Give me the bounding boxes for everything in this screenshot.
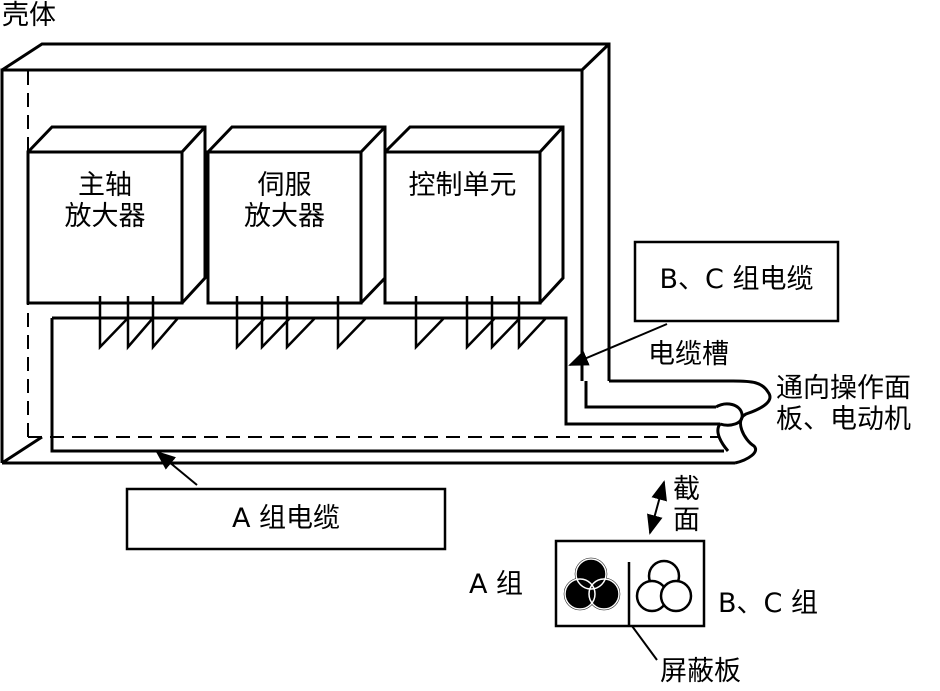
a-cable-label-box [125, 487, 447, 551]
to-panel-line1: 通向操作面 [776, 373, 911, 404]
control-unit-box [383, 125, 565, 305]
a-group-cables-icon [563, 557, 621, 611]
to-panel-line2: 板、电动机 [776, 404, 911, 436]
unit-cables [98, 296, 547, 351]
cable-trough-label: 电缆槽 [648, 339, 729, 370]
spindle-amplifier-box [26, 125, 207, 305]
cross-section-box [554, 539, 706, 628]
spindle-label-line2: 放大器 [64, 201, 146, 233]
to-panel-label: 通向操作面 板、电动机 [776, 373, 911, 435]
a-cable-label: A 组电缆 [231, 503, 341, 534]
servo-amplifier-label: 伺服 放大器 [208, 170, 361, 232]
servo-label-line1: 伺服 [257, 170, 312, 201]
bc-group-cables-icon [635, 559, 693, 613]
spindle-label-line1: 主轴 [78, 170, 132, 201]
section-line2: 面 [673, 505, 700, 537]
leader-lines [155, 323, 668, 661]
housing-frame [0, 42, 735, 465]
cut-ends [715, 379, 772, 465]
section-line1: 截 [673, 474, 700, 505]
bc-cable-label: B、C 组电缆 [659, 264, 814, 295]
group-bc-label: B、C 组 [718, 588, 818, 619]
section-label: 截 面 [673, 474, 700, 536]
servo-label-line2: 放大器 [244, 201, 325, 233]
group-a-label: A 组 [469, 569, 524, 600]
servo-amplifier-box [206, 125, 387, 305]
bc-cable-label-box [633, 240, 840, 323]
spindle-amplifier-label: 主轴 放大器 [28, 170, 182, 232]
shield-plate-label: 屏蔽板 [660, 656, 741, 687]
control-unit-label: 控制单元 [408, 170, 517, 201]
housing-label: 壳体 [2, 0, 56, 31]
cable-trough [50, 316, 733, 453]
